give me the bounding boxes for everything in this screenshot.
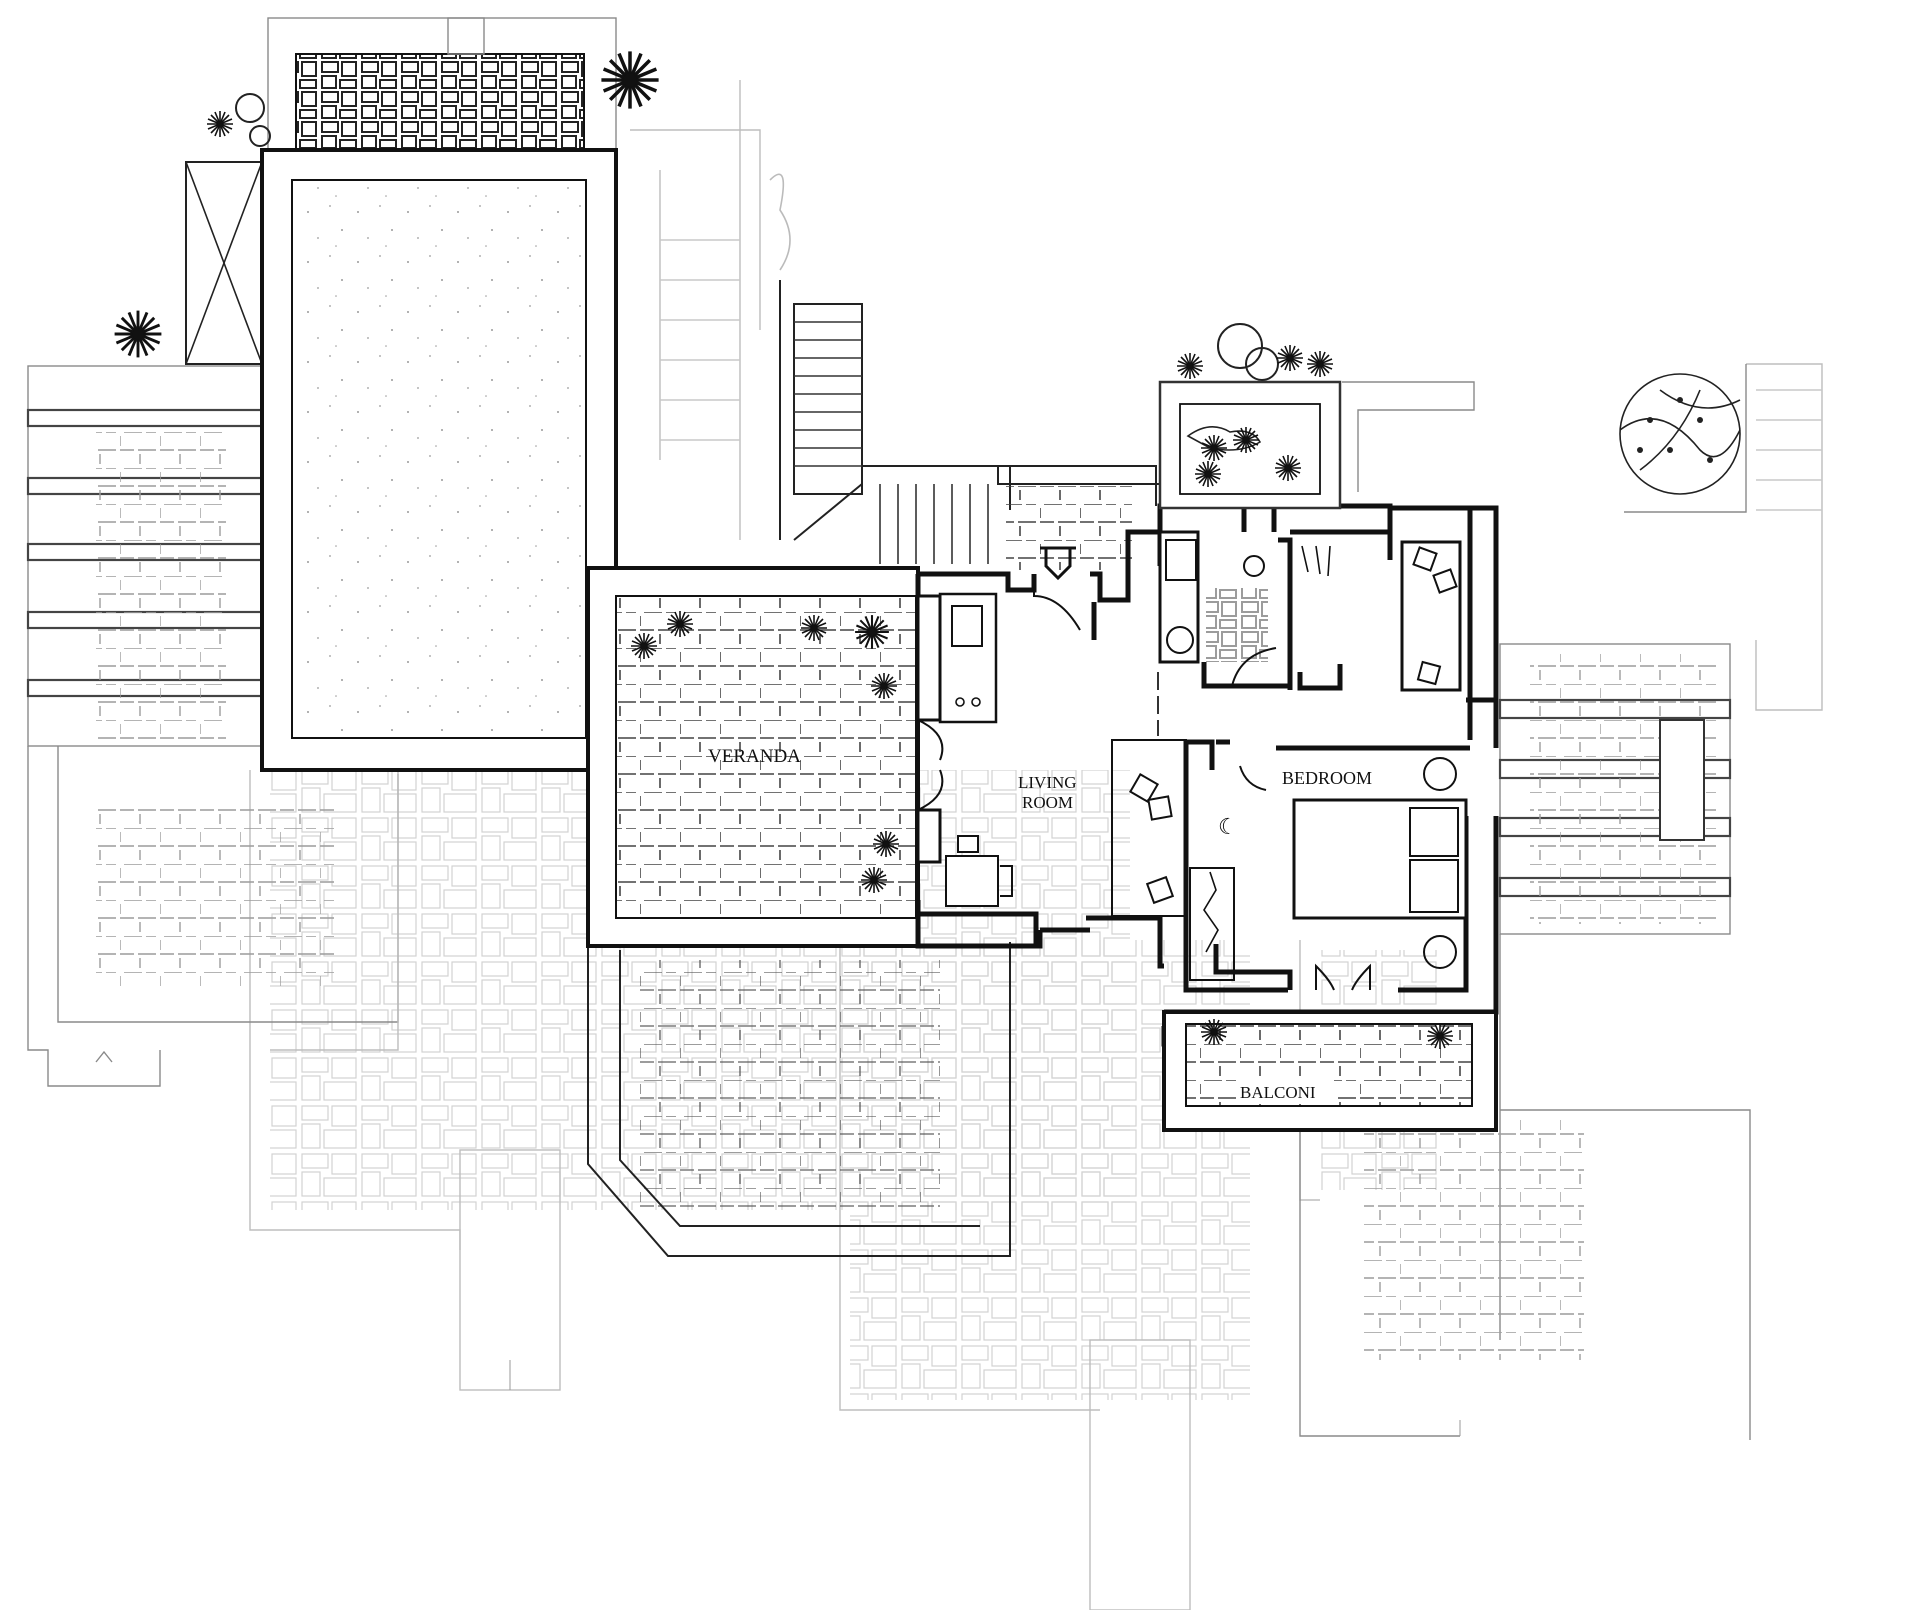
right-terrace (1299, 934, 1751, 1440)
center-terrace (587, 942, 1011, 1257)
garden-strip-top (630, 80, 791, 540)
garden-planter (1158, 323, 1475, 510)
room-label-bedroom: BEDROOM (1282, 768, 1372, 788)
swimming-pool (260, 148, 618, 772)
entrance-arrow-icon (1040, 546, 1076, 581)
room-label-living-room: LIVING (1018, 773, 1077, 792)
stairs-right (1624, 363, 1823, 711)
room-label-balcony: BALCONI (1240, 1083, 1316, 1102)
room-label-veranda: VERANDA (708, 746, 801, 767)
elevator-shaft (185, 161, 263, 365)
veranda: VERANDA (586, 566, 920, 948)
left-terrace (27, 746, 399, 1087)
stairs-bottom-left (459, 1149, 561, 1391)
tree-icon (1619, 373, 1741, 495)
room-label-living-room-2: ROOM (1022, 793, 1073, 812)
stairs-bottom-center (1089, 1339, 1191, 1610)
house-walls: ☾ (915, 503, 1499, 1047)
right-deck (1498, 643, 1732, 935)
balcony: BALCONI (1162, 1010, 1498, 1132)
stone-planter-top (267, 17, 617, 151)
plant-icon (113, 49, 661, 359)
moon-icon: ☾ (1218, 814, 1238, 839)
entry-landing (1000, 465, 1157, 581)
left-deck (26, 365, 264, 747)
